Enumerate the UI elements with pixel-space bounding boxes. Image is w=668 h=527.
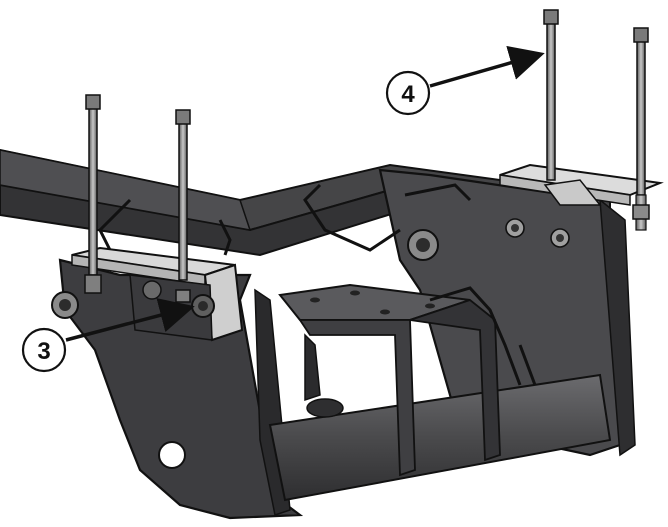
- callout-4-leader: [429, 45, 545, 88]
- upper-right-u-bolt: [543, 9, 650, 231]
- callout-3-leader: [65, 298, 195, 342]
- callout-4-label: 4: [401, 81, 415, 108]
- callout-3-circle: [21, 327, 67, 373]
- cross-tube: [268, 373, 612, 502]
- callout-4-circle: [385, 70, 431, 116]
- wire-springs: [98, 183, 537, 386]
- callout-4: 4: [385, 45, 545, 116]
- right-clamp-plate: [499, 163, 664, 206]
- frame-holes: [51, 218, 570, 469]
- callout-3-label: 3: [37, 338, 50, 365]
- lower-left-bracket-nut: [142, 280, 215, 318]
- callout-3: 3: [21, 298, 195, 373]
- center-bracket: [278, 283, 501, 477]
